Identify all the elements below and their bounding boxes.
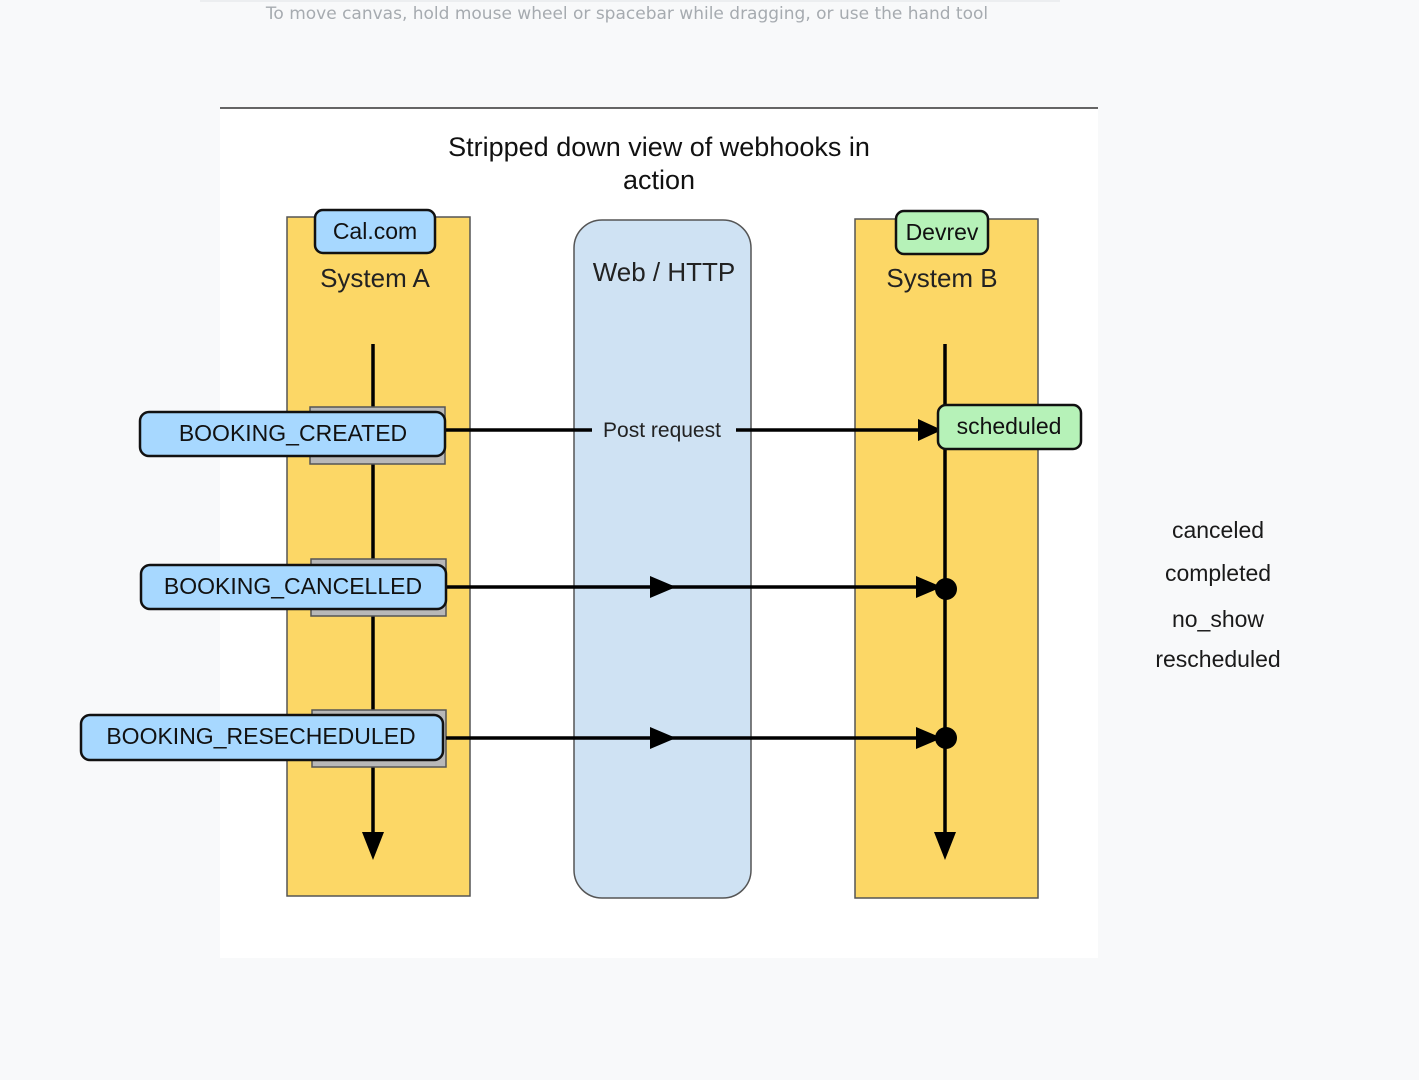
devrev-badge-label: Devrev bbox=[906, 219, 979, 245]
cal-com-badge-label: Cal.com bbox=[333, 218, 417, 244]
event-booking-created[interactable] bbox=[138, 410, 447, 458]
post-request-arrowhead bbox=[918, 419, 942, 441]
event-booking-cancelled-label: BOOKING_CANCELLED bbox=[164, 573, 422, 599]
diagram-title-line2: action bbox=[623, 165, 695, 195]
rescheduled-arrow-endpoint bbox=[935, 727, 957, 749]
system-a-timeline-arrowhead bbox=[362, 832, 384, 860]
status-item-completed[interactable]: completed bbox=[1164, 560, 1272, 586]
cancelled-arrow-endpoint bbox=[935, 578, 957, 600]
system-b-timeline-arrowhead bbox=[934, 832, 956, 860]
cancelled-arrow-end-head bbox=[916, 576, 942, 598]
event-booking-rescheduled[interactable] bbox=[79, 713, 445, 762]
web-http-lane bbox=[573, 219, 752, 899]
web-http-label: Web / HTTP bbox=[593, 257, 736, 287]
status-scheduled-box[interactable] bbox=[936, 403, 1083, 451]
event-booking-rescheduled-label: BOOKING_RESECHEDULED bbox=[106, 723, 415, 749]
system-b-label: System B bbox=[886, 263, 997, 293]
status-list: canceled completed no_show rescheduled bbox=[1118, 510, 1318, 682]
diagram-title-line1: Stripped down view of webhooks in bbox=[448, 132, 870, 162]
rescheduled-arrow-mid-head bbox=[650, 727, 676, 749]
system-a-lane bbox=[286, 216, 471, 897]
rescheduled-arrow-end-head bbox=[916, 727, 942, 749]
cancelled-arrow-mid-head bbox=[650, 576, 676, 598]
devrev-badge[interactable] bbox=[894, 209, 990, 256]
status-item-rescheduled[interactable]: rescheduled bbox=[1155, 646, 1281, 672]
system-a-label: System A bbox=[320, 263, 430, 293]
post-request-label: Post request bbox=[603, 419, 721, 442]
event-booking-created-label: BOOKING_CREATED bbox=[179, 420, 407, 446]
canvas-hint: To move canvas, hold mouse wheel or spac… bbox=[265, 4, 989, 24]
status-item-no-show[interactable]: no_show bbox=[1171, 606, 1265, 632]
event-booking-cancelled[interactable] bbox=[139, 563, 448, 611]
status-scheduled-label: scheduled bbox=[957, 413, 1062, 439]
canvas-top-edge bbox=[200, 0, 1060, 2]
status-item-canceled[interactable]: canceled bbox=[1171, 517, 1265, 543]
cal-com-badge[interactable] bbox=[313, 208, 437, 255]
